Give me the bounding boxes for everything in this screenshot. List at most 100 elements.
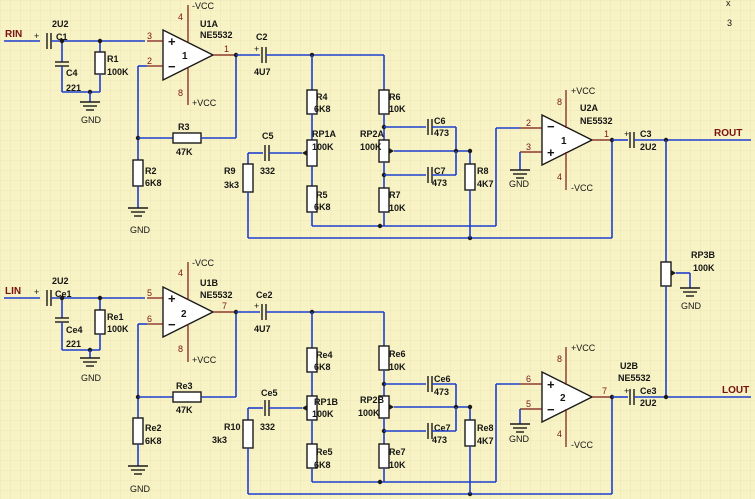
svg-text:+: +	[254, 301, 259, 311]
re4-value: 6K8	[314, 362, 331, 372]
u1b-pos-supply: +VCC	[192, 355, 217, 365]
u2b-pin-7: 7	[602, 386, 607, 396]
svg-text:+: +	[34, 287, 39, 297]
c4-ref: C4	[66, 68, 78, 78]
ground-symbol-1: GND	[80, 101, 102, 125]
re6-value: 10K	[389, 362, 406, 372]
rp1b-ref: RP1B	[314, 397, 339, 407]
r3-value: 47K	[176, 147, 193, 157]
gnd-label-rp3b: GND	[681, 301, 702, 311]
ground-symbol-4: GND	[80, 357, 102, 383]
u2a-pin-2: 2	[526, 118, 531, 128]
r9-value: 3k3	[224, 180, 239, 190]
svg-text:−: −	[168, 317, 176, 332]
rp2b-value: 100K	[358, 408, 380, 418]
ce1-value: 2U2	[52, 276, 69, 286]
r10-value: 3k3	[212, 435, 227, 445]
ce1-ref: Ce1	[55, 289, 72, 299]
c2-value: 4U7	[254, 67, 271, 77]
c7-ref: C7	[434, 166, 446, 176]
u2a-ref: U2A	[580, 103, 599, 113]
r8-ref: R8	[477, 166, 489, 176]
u1b-neg-supply: -VCC	[192, 258, 214, 268]
r7-value: 10K	[389, 203, 406, 213]
gnd-label-1: GND	[81, 115, 102, 125]
u2a-symbol: 1	[561, 136, 567, 147]
svg-text:+: +	[624, 386, 629, 396]
u2b-neg-supply: -VCC	[571, 440, 593, 450]
ground-symbol-5: GND	[128, 465, 151, 494]
port-rout: ROUT	[714, 128, 742, 139]
c5-ref: C5	[262, 131, 274, 141]
gnd-label-5: GND	[130, 484, 151, 494]
u1b-symbol: 2	[181, 309, 187, 320]
re8-ref: Re8	[477, 423, 494, 433]
re6-ref: Re6	[389, 349, 406, 359]
gnd-label-2: GND	[130, 225, 151, 235]
u1a-pin-1: 1	[224, 44, 229, 54]
ce5-value: 332	[260, 422, 275, 432]
r1-ref: R1	[107, 54, 119, 64]
svg-text:+: +	[34, 31, 39, 41]
u2b-symbol: 2	[560, 393, 566, 404]
r5-ref: R5	[316, 190, 328, 200]
u2a-pin-3: 3	[526, 142, 531, 152]
port-lout: LOUT	[722, 385, 749, 396]
u1b-pin-7: 7	[222, 301, 227, 311]
c1-ref: C1	[56, 32, 68, 42]
svg-text:−: −	[547, 119, 555, 134]
u2a-pin-4: 4	[557, 172, 562, 182]
u2b-pin-4: 4	[557, 429, 562, 439]
resistor-re2: Re2 6K8	[132, 417, 162, 446]
svg-text:−: −	[547, 402, 555, 417]
re2-ref: Re2	[145, 423, 162, 433]
rp3b-ref: RP3B	[691, 250, 716, 260]
re7-ref: Re7	[389, 447, 406, 457]
u2a-value: NE5532	[580, 116, 613, 126]
opamp-u2a: − + 1 U2A NE5532 2 3 1 8 4 +VCC -VCC	[520, 86, 613, 193]
u1b-pin-6: 6	[147, 314, 152, 324]
corner-mark-b: 3	[727, 18, 732, 28]
u1a-ref: U1A	[200, 19, 219, 29]
u1a-value: NE5532	[200, 30, 233, 40]
svg-text:+: +	[254, 44, 259, 54]
rp2a-ref: RP2A	[360, 129, 385, 139]
u1a-pin-3: 3	[147, 31, 152, 41]
re3-value: 47K	[176, 405, 193, 415]
r9-ref: R9	[224, 166, 236, 176]
gnd-label-4: GND	[81, 373, 102, 383]
u1b-pin-4: 4	[178, 268, 183, 278]
u1a-pos-supply: +VCC	[192, 98, 217, 108]
u2b-pin-5: 5	[526, 399, 531, 409]
re1-value: 100K	[107, 324, 129, 334]
rp2b-ref: RP2B	[360, 395, 385, 405]
r8-value: 4K7	[477, 179, 494, 189]
u2a-pin-8: 8	[557, 97, 562, 107]
ce6-ref: Ce6	[434, 374, 451, 384]
re5-value: 6K8	[314, 460, 331, 470]
r4-value: 6K8	[314, 104, 331, 114]
u1a-symbol: 1	[182, 51, 188, 62]
u1b-pin-5: 5	[147, 288, 152, 298]
u1b-value: NE5532	[200, 290, 233, 300]
c3-value: 2U2	[640, 142, 657, 152]
r6-ref: R6	[389, 92, 401, 102]
ground-symbol-rp3b: GND	[680, 287, 702, 311]
u1b-ref: U1B	[200, 278, 219, 288]
rp3b-value: 100K	[693, 263, 715, 273]
u2a-pin-1: 1	[604, 129, 609, 139]
ground-symbol-3: GND	[509, 169, 530, 189]
svg-text:+: +	[547, 145, 555, 160]
u2b-pin-6: 6	[526, 374, 531, 384]
resistor-r5: R5 6K8	[306, 185, 331, 213]
re4-ref: Re4	[316, 350, 333, 360]
re1-ref: Re1	[107, 312, 124, 322]
re3-ref: Re3	[176, 381, 193, 391]
svg-text:+: +	[547, 377, 555, 392]
u2b-pos-supply: +VCC	[571, 343, 596, 353]
svg-text:+: +	[168, 291, 176, 306]
u2b-ref: U2B	[620, 361, 639, 371]
c2-ref: C2	[256, 32, 268, 42]
c6-value: 473	[434, 128, 449, 138]
